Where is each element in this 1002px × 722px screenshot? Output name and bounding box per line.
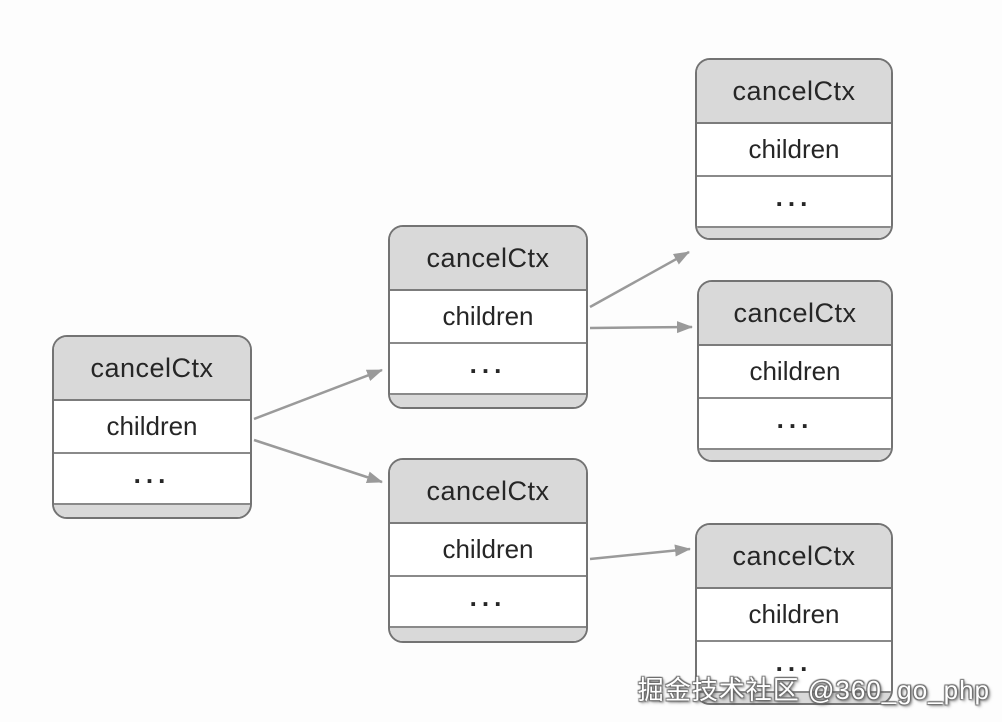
node-footer bbox=[390, 395, 586, 407]
node-row-ellipsis: ... bbox=[390, 344, 586, 395]
node-row-ellipsis: ... bbox=[390, 577, 586, 628]
node-title: cancelCtx bbox=[54, 337, 250, 401]
node-mid-top: cancelCtx children ... bbox=[388, 225, 588, 409]
arrow-midtop-to-right-top bbox=[589, 250, 690, 309]
arrow-midbottom-to-right-bottom bbox=[589, 544, 691, 561]
node-footer bbox=[54, 505, 250, 517]
node-title: cancelCtx bbox=[697, 525, 891, 589]
node-mid-bottom: cancelCtx children ... bbox=[388, 458, 588, 643]
node-row-children: children bbox=[390, 291, 586, 344]
node-title: cancelCtx bbox=[390, 227, 586, 291]
node-root: cancelCtx children ... bbox=[52, 335, 252, 519]
node-footer bbox=[697, 693, 891, 703]
watermark-text: 掘金技术社区 @360_go_php bbox=[637, 675, 990, 705]
arrow-root-to-mid-top bbox=[253, 368, 383, 421]
node-row-children: children bbox=[697, 124, 891, 177]
arrow-root-to-mid-bottom bbox=[253, 438, 383, 484]
node-title: cancelCtx bbox=[697, 60, 891, 124]
node-title: cancelCtx bbox=[699, 282, 891, 346]
node-footer bbox=[390, 628, 586, 641]
arrow-midtop-to-right-mid bbox=[589, 321, 693, 334]
node-row-children: children bbox=[699, 346, 891, 399]
node-row-ellipsis: ... bbox=[54, 454, 250, 505]
node-footer bbox=[699, 450, 891, 460]
node-row-ellipsis: ... bbox=[697, 177, 891, 228]
node-right-top: cancelCtx children ... bbox=[695, 58, 893, 240]
node-right-bottom: cancelCtx children ... bbox=[695, 523, 893, 705]
node-row-children: children bbox=[54, 401, 250, 454]
node-row-ellipsis: ... bbox=[697, 642, 891, 693]
node-row-ellipsis: ... bbox=[699, 399, 891, 450]
node-footer bbox=[697, 228, 891, 238]
node-row-children: children bbox=[390, 524, 586, 577]
node-row-children: children bbox=[697, 589, 891, 642]
node-title: cancelCtx bbox=[390, 460, 586, 524]
node-right-mid: cancelCtx children ... bbox=[697, 280, 893, 462]
